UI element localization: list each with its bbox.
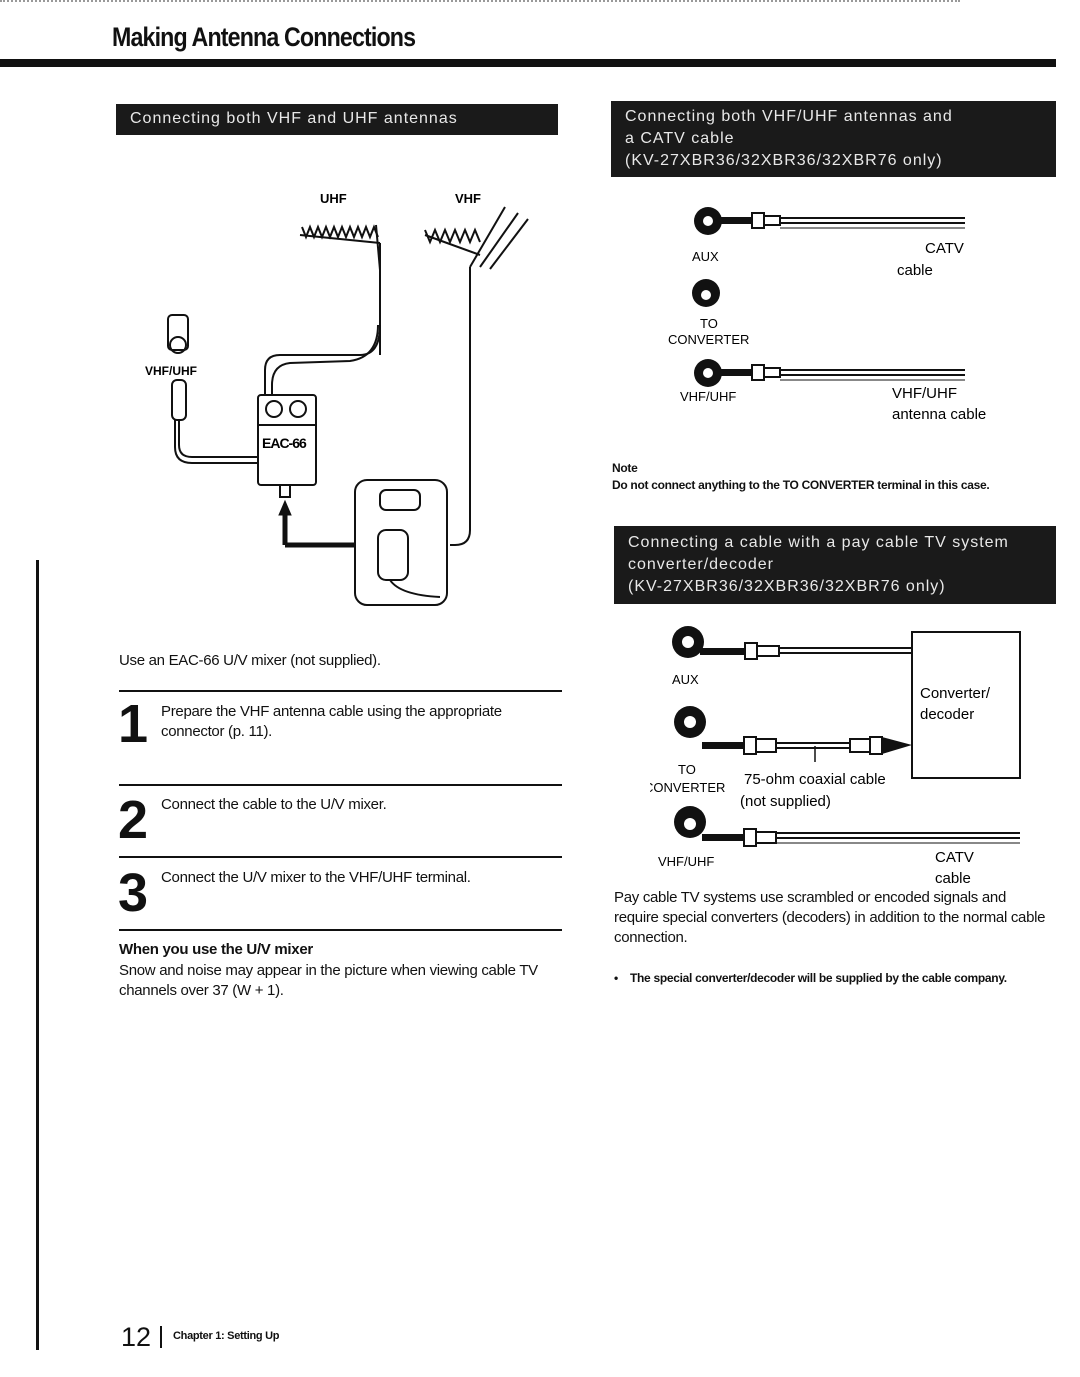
coax-label: 75-ohm coaxial cable	[744, 771, 886, 788]
step-number: 3	[118, 863, 149, 923]
tip-text: Snow and noise may appear in the picture…	[119, 962, 538, 999]
section-heading-catv: Connecting both VHF/UHF antennas and a C…	[611, 101, 1056, 177]
step-text: Connect the cable to the U/V mixer.	[161, 796, 387, 813]
terminal-icon	[167, 314, 258, 464]
heading-line: Connecting a cable with a pay cable TV s…	[628, 534, 1009, 551]
heading-line: converter/decoder	[628, 556, 774, 573]
margin-bar	[36, 560, 39, 1350]
uhf-antenna-icon	[264, 224, 381, 395]
step-text: Connect the U/V mixer to the VHF/UHF ter…	[161, 869, 471, 886]
intro-text: Use an EAC-66 U/V mixer (not supplied).	[119, 652, 381, 669]
title-rule	[0, 59, 1056, 67]
catv-cable-label: cable	[897, 262, 933, 279]
footer-divider	[160, 1326, 162, 1348]
heading-line: a CATV cable	[625, 130, 735, 147]
step-divider	[119, 690, 562, 692]
aux-jack-icon	[694, 207, 965, 235]
section-heading-pay-cable: Connecting a cable with a pay cable TV s…	[614, 526, 1056, 604]
vhf-label: VHF	[455, 191, 481, 206]
converter-box	[911, 631, 1021, 779]
converter-label: CONVERTER	[650, 780, 725, 795]
catv-label: CATV	[935, 849, 974, 866]
step-divider	[119, 856, 562, 858]
vhf-uhf-terminal-label: VHF/UHF	[658, 854, 714, 869]
bullet-marker: •	[614, 971, 618, 985]
page-title: Making Antenna Connections	[112, 22, 416, 52]
to-label: TO	[700, 316, 718, 331]
uhf-vhf-diagram: UHF VHF EAC-66 VHF/UHF	[145, 191, 529, 606]
converter-box-label: Converter/	[920, 685, 991, 702]
heading-line: (KV-27XBR36/32XBR36/32XBR76 only)	[628, 578, 946, 595]
to-label: TO	[678, 762, 696, 777]
to-converter-jack-icon	[674, 706, 912, 762]
step-divider	[119, 784, 562, 786]
heading-line: (KV-27XBR36/32XBR36/32XBR76 only)	[625, 152, 943, 169]
page-number: 12	[121, 1322, 152, 1352]
aux-jack-icon	[672, 626, 912, 660]
section-heading-text: Connecting both VHF and UHF antennas	[130, 110, 458, 127]
note-heading: Note	[612, 461, 638, 475]
vhf-uhf-jack-icon	[694, 359, 965, 387]
section-heading-vhf-uhf: Connecting both VHF and UHF antennas	[116, 104, 558, 135]
note-text: Do not connect anything to the TO CONVER…	[612, 478, 990, 492]
bullet-text: The special converter/decoder will be su…	[630, 971, 1007, 985]
vhf-uhf-cable-label: VHF/UHF	[892, 385, 957, 402]
converter-decoder-diagram: Converter/ decoder AUX TO CONVERTER 75-o…	[650, 626, 1021, 887]
step-number: 2	[118, 790, 149, 850]
vhf-uhf-terminal-label: VHF/UHF	[680, 389, 736, 404]
catv-diagram: AUX CATV cable TO CONVERTER VHF/UHF VHF/…	[668, 207, 986, 423]
converter-label: CONVERTER	[668, 332, 749, 347]
aux-label: AUX	[692, 249, 719, 264]
decoder-box-label: decoder	[920, 706, 974, 723]
uhf-label: UHF	[320, 191, 347, 206]
aux-label: AUX	[672, 672, 699, 687]
heading-line: Connecting both VHF/UHF antennas and	[625, 108, 953, 125]
step-text: Prepare the VHF antenna cable using the …	[161, 703, 502, 740]
to-converter-jack-icon	[692, 279, 720, 307]
antenna-cable-label: antenna cable	[892, 406, 986, 423]
vhf-uhf-jack-icon	[674, 806, 1020, 847]
pay-cable-text: Pay cable TV systems use scrambled or en…	[614, 889, 1046, 946]
inset-plug-detail	[354, 479, 448, 606]
terminal-label: VHF/UHF	[145, 364, 197, 378]
step-divider	[119, 929, 562, 931]
catv-cable-label: cable	[935, 870, 971, 887]
chapter-label: Chapter 1: Setting Up	[173, 1330, 280, 1342]
mixer-label: EAC-66	[262, 435, 307, 451]
step-number: 1	[118, 694, 149, 754]
catv-label: CATV	[925, 240, 964, 257]
vhf-antenna-icon	[424, 206, 529, 546]
top-dotted-edge	[0, 0, 960, 4]
connection-arrow	[278, 484, 355, 548]
not-supplied-label: (not supplied)	[740, 793, 831, 810]
tip-heading: When you use the U/V mixer	[119, 941, 313, 958]
